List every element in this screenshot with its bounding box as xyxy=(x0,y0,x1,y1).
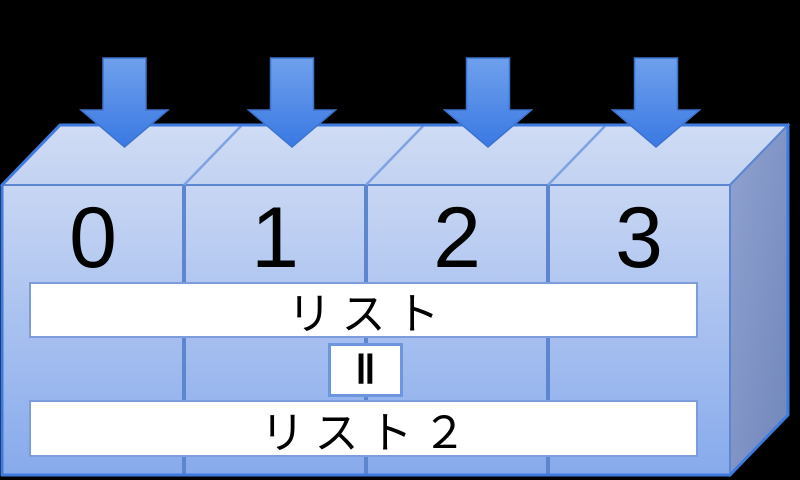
down-arrow-icon xyxy=(78,57,171,148)
list2-label: リスト２ xyxy=(260,408,477,458)
top-divider xyxy=(547,124,607,186)
equals-box: ‖ xyxy=(328,343,403,397)
cube-outline xyxy=(0,123,790,477)
cell-index-3: 3 xyxy=(615,190,663,286)
list-label: リスト xyxy=(287,290,450,339)
down-arrow-icon xyxy=(610,57,702,148)
top-divider xyxy=(365,124,425,186)
list2-bar: リスト２ xyxy=(29,400,698,458)
equals-symbol: ‖ xyxy=(355,346,376,393)
top-divider xyxy=(183,124,243,186)
cell-index-2: 2 xyxy=(433,190,481,286)
cell-index-1: 1 xyxy=(251,190,299,286)
down-arrow-icon xyxy=(442,57,534,148)
list-bar: リスト xyxy=(29,282,698,339)
down-arrow-icon xyxy=(246,57,338,148)
cell-index-0: 0 xyxy=(69,190,117,286)
